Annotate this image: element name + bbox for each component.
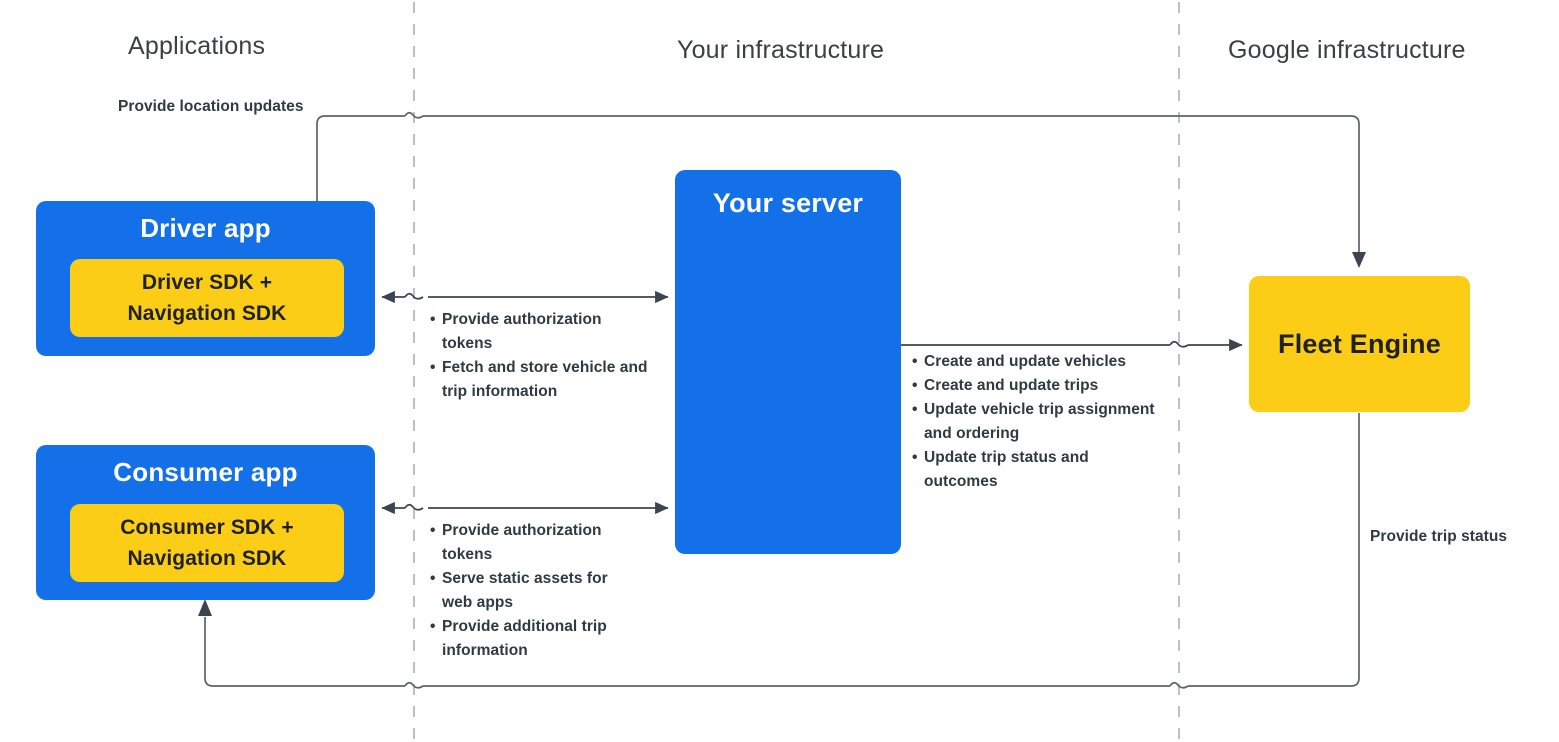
list-item: Fetch and store vehicle and trip informa… (430, 356, 655, 404)
consumer-sdk-line-1: Consumer SDK + (120, 516, 294, 539)
your-server-box[interactable]: Your server (675, 170, 901, 554)
list-item: Update vehicle trip assignment and order… (912, 398, 1162, 446)
column-header-google-infrastructure: Google infrastructure (1228, 36, 1466, 64)
consumer-sdk-line-2: Navigation SDK (127, 547, 287, 570)
list-item: Serve static assets for web apps (430, 567, 615, 615)
driver-app-title: Driver app (140, 213, 271, 243)
list-item: Provide authorization tokens (430, 519, 615, 567)
bullets-consumer-server: Provide authorization tokens Serve stati… (430, 519, 615, 663)
fleet-engine-title: Fleet Engine (1278, 328, 1441, 359)
bullet-list-consumer-server: Provide authorization tokens Serve stati… (430, 519, 615, 663)
your-server-title: Your server (712, 188, 864, 218)
annotation-provide-location-updates: Provide location updates (118, 98, 304, 115)
bullet-list-server-engine: Create and update vehicles Create and up… (912, 350, 1162, 494)
fleet-engine-box[interactable]: Fleet Engine (1249, 276, 1470, 412)
consumer-sdk-box[interactable]: Consumer SDK + Navigation SDK (70, 504, 344, 582)
list-item: Provide additional trip information (430, 615, 615, 663)
wire-location-updates-arrowhead (1352, 252, 1366, 268)
list-item: Update trip status and outcomes (912, 446, 1162, 494)
driver-sdk-label: Driver SDK + Navigation SDK (128, 267, 287, 329)
consumer-app-title: Consumer app (113, 457, 298, 487)
driver-sdk-line-2: Navigation SDK (127, 302, 287, 325)
consumer-sdk-label: Consumer SDK + Navigation SDK (120, 512, 294, 574)
column-header-your-infrastructure: Your infrastructure (677, 36, 885, 64)
wire-trip-status-up (204, 617, 405, 687)
driver-sdk-line-1: Driver SDK + (141, 271, 273, 294)
bullets-server-engine: Create and update vehicles Create and up… (912, 350, 1162, 494)
bullet-list-driver-server: Provide authorization tokens Fetch and s… (430, 308, 655, 404)
column-header-applications: Applications (128, 32, 266, 60)
list-item: Create and update vehicles (912, 350, 1162, 374)
list-item: Provide authorization tokens (430, 308, 655, 356)
annotation-provide-trip-status: Provide trip status (1370, 528, 1508, 545)
bullets-driver-server: Provide authorization tokens Fetch and s… (430, 308, 655, 404)
driver-sdk-box[interactable]: Driver SDK + Navigation SDK (70, 259, 344, 337)
list-item: Create and update trips (912, 374, 1162, 398)
wire-trip-status-down (1188, 413, 1360, 687)
wire-trip-status-arrowhead (198, 599, 212, 616)
